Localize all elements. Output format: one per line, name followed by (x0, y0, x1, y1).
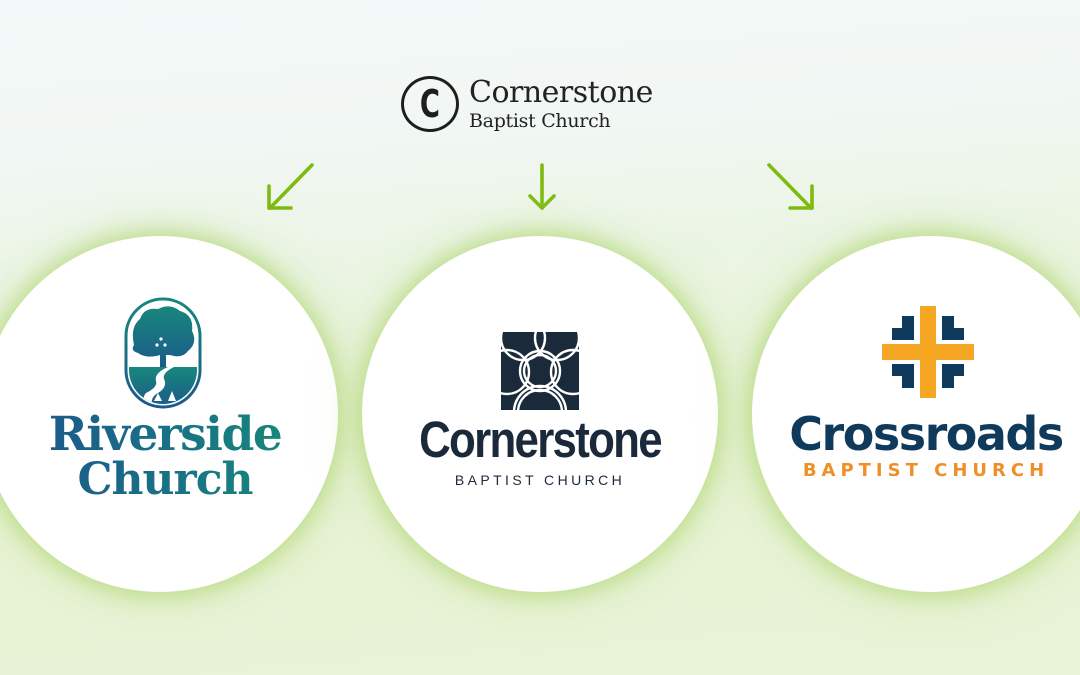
tree-river-icon (124, 297, 202, 409)
interlocking-circles-icon (501, 332, 579, 410)
cross-icon (882, 306, 974, 398)
arrow-down-right-icon (767, 163, 814, 210)
option-card-cornerstone (362, 236, 718, 592)
original-logo: C Cornerstone Baptist Church (401, 74, 691, 134)
original-logo-subtitle: Baptist Church (469, 109, 611, 132)
arrow-down-icon (528, 163, 556, 210)
original-logo-title: Cornerstone (469, 74, 653, 110)
arrow-down-left-icon (267, 163, 314, 210)
riverside-wordmark: Riverside Church (40, 412, 290, 501)
crossroads-wordmark: Crossroads BAPTIST CHURCH (789, 407, 1064, 482)
c-badge-icon: C (401, 76, 459, 132)
option-card-riverside (0, 236, 338, 592)
option-card-crossroads (752, 236, 1080, 592)
cornerstone-wordmark: Cornerstone BAPTIST CHURCH (419, 411, 663, 488)
original-logo-text: Cornerstone Baptist Church (469, 74, 653, 132)
